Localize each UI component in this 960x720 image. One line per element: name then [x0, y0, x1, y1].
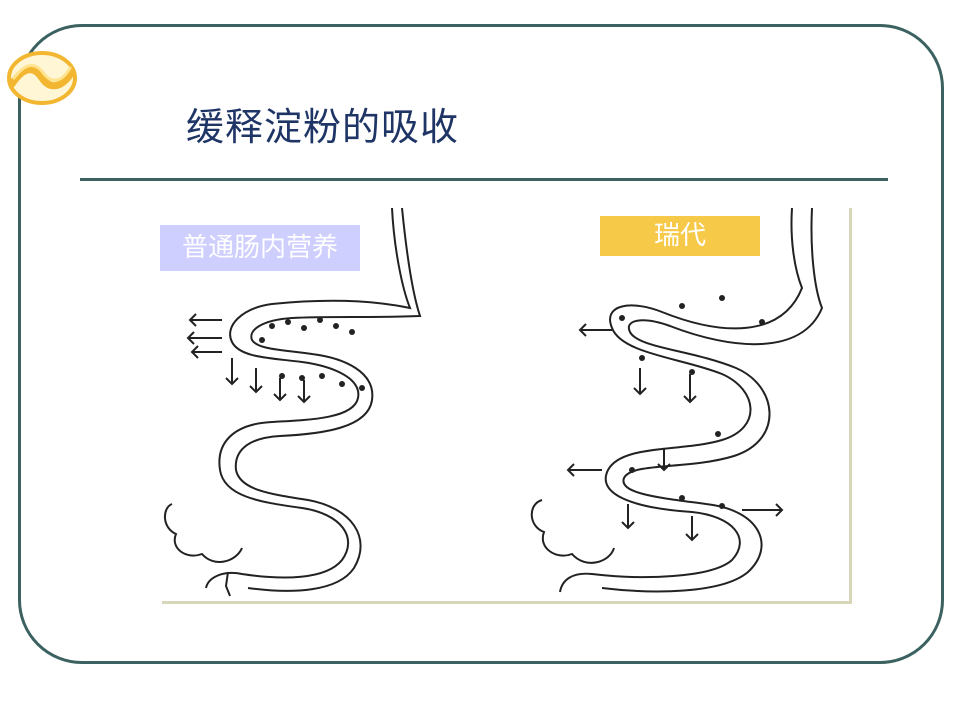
right-colon [530, 499, 615, 564]
left-arrow-down-1 [225, 358, 239, 386]
right-arrow-2 [566, 463, 602, 477]
left-arrow-2 [186, 331, 222, 345]
absorption-figure [162, 208, 852, 604]
right-arrow-down-5 [685, 516, 699, 542]
label-ruidai: 瑞代 [600, 216, 760, 256]
left-arrow-down-3 [273, 378, 287, 402]
right-intestine-inner [601, 208, 824, 593]
left-intestine-inner [234, 208, 422, 592]
right-arrow-down-2 [683, 374, 697, 404]
slide-title: 缓释淀粉的吸收 [186, 105, 460, 149]
left-tail [224, 571, 231, 597]
left-arrow-1 [188, 313, 222, 327]
right-arrow-1 [578, 323, 612, 337]
title-divider [80, 178, 888, 181]
wave-logo-icon [7, 51, 77, 105]
left-arrow-3 [190, 345, 222, 359]
left-arrow-down-2 [249, 368, 263, 394]
left-stomach-outline [205, 208, 412, 589]
left-colon [164, 503, 243, 563]
intestine-diagram [164, 208, 824, 597]
left-arrow-down-4 [297, 380, 311, 404]
right-arrow-down-1 [633, 368, 647, 396]
right-arrow-down-3 [657, 448, 671, 472]
right-stomach-outline [559, 208, 804, 593]
label-standard-enteral: 普通肠内营养 [160, 225, 360, 271]
right-arrow-3 [742, 503, 784, 517]
right-arrow-down-4 [621, 504, 635, 530]
